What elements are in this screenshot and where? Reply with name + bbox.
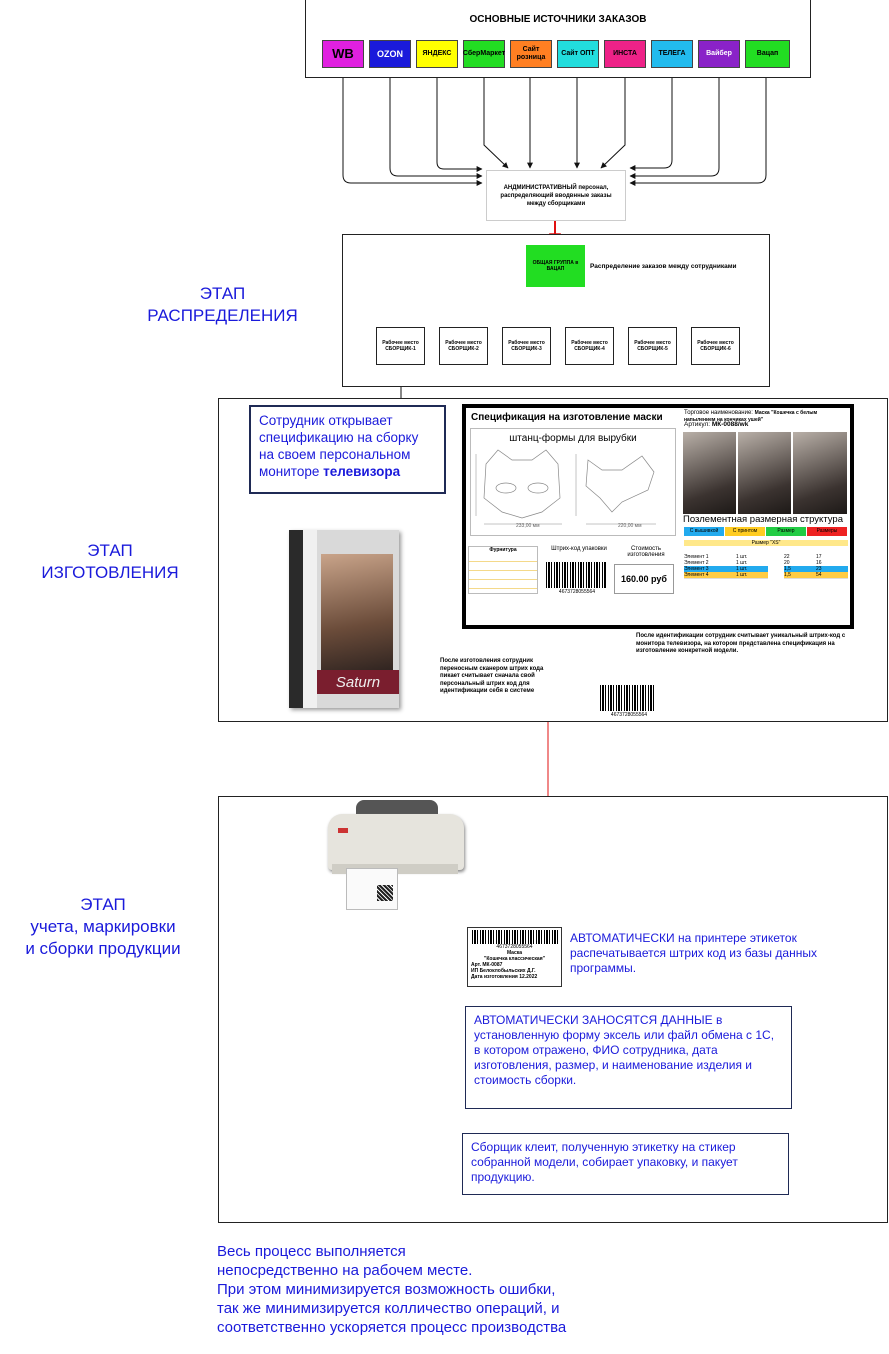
sources-title: ОСНОВНЫЕ ИСТОЧНИКИ ЗАКАЗОВ: [469, 14, 647, 25]
box-brand-band: Saturn: [317, 670, 399, 694]
size-header: Размер "XS": [684, 540, 848, 546]
arrow-ozon: [389, 70, 483, 179]
spec-table-cell: 54: [816, 572, 848, 579]
print-note: АВТОМАТИЧЕСКИ на принтере этикеток распе…: [570, 931, 817, 975]
admin-box: АНДМИНИСТРАТИВНЫЙ персонал, распределяющ…: [486, 170, 626, 221]
model-photo-2: [738, 432, 791, 514]
workstation-1: Рабочее место СБОРЩИК-1: [376, 327, 425, 365]
scanner-note: После изготовления сотрудник переносным …: [440, 658, 544, 694]
arrow-yandex: [436, 70, 483, 172]
source-badge: ТЕЛЕГА: [651, 40, 693, 68]
source-badge: ИНСТА: [604, 40, 646, 68]
assembly-note: Сборщик клеит, полученную этикетку на ст…: [471, 1140, 738, 1184]
spec-dies-title: штанц-формы для вырубки: [509, 433, 637, 444]
arrow-telega: [629, 70, 673, 171]
cost-value: 160.00 руб: [621, 574, 667, 584]
source-badge: Сайт розница: [510, 40, 552, 68]
spec-barcode: [546, 562, 606, 588]
box-brand: Saturn: [335, 673, 381, 691]
identify-note: После идентификации сотрудник считывает …: [636, 633, 846, 654]
cost-label: Стоимость изготовления: [627, 546, 665, 558]
employee-callout-text: Сотрудник открывает спецификацию на сбор…: [259, 413, 419, 479]
arrow-whatsapp: [629, 70, 767, 186]
model-photo-3: [793, 432, 847, 514]
product-box: Saturn: [289, 530, 399, 708]
workstation-5: Рабочее место СБОРЩИК-5: [628, 327, 677, 365]
arrow-sber: [483, 70, 509, 169]
fittings-table: Фурнитура: [468, 546, 538, 594]
admin-text: АНДМИНИСТРАТИВНЫЙ персонал, распределяющ…: [500, 184, 612, 207]
spec-barcode-number: 4673728055564: [558, 589, 596, 595]
accounting-stage-label: ЭТАП учета, маркировки и сборки продукци…: [25, 895, 181, 958]
arrow-insta: [600, 70, 626, 169]
arrow-viber: [629, 70, 720, 179]
spec-tab: Размер: [766, 527, 806, 536]
employee-callout-bold: телевизора: [323, 464, 401, 479]
spec-table-cell: Элемент 4: [684, 572, 736, 579]
source-badge: OZON: [369, 40, 411, 68]
spec-sheet: Спецификация на изготовление маски штанц…: [466, 408, 850, 625]
dim-label-2: 220,00 мм: [618, 523, 642, 529]
article: Артикул: МК-0088/wk: [684, 421, 749, 428]
scan-barcode: [600, 685, 656, 711]
spec-table-cell: 1,5: [784, 572, 816, 579]
spec-dies-panel: [470, 428, 676, 536]
mask-die-drawings: [475, 449, 656, 525]
spec-tab: С принтом: [725, 527, 765, 536]
cost-box: 160.00 руб: [614, 564, 674, 594]
spec-table-cell: 1 шт.: [736, 572, 768, 579]
spec-tab: Размеры: [807, 527, 847, 536]
dim-label-1: 233,00 мм: [516, 523, 540, 529]
model-photo-1: [683, 432, 736, 514]
source-badge: Вацап: [745, 40, 790, 68]
label-printer: [318, 800, 468, 910]
size-structure-title: Позлементная размерная структура: [683, 514, 843, 525]
workstation-4: Рабочее место СБОРЩИК-4: [565, 327, 614, 365]
employee-callout: Сотрудник открывает спецификацию на сбор…: [249, 405, 446, 494]
label-barcode: [471, 930, 558, 944]
source-badge: Сайт ОПТ: [557, 40, 599, 68]
distribution-stage-label: ЭТАП РАСПРЕДЕЛЕНИЯ: [147, 284, 298, 325]
arrow-wb: [342, 70, 483, 186]
trade-name: Торговое наименование: Маска "Кошечка с …: [684, 410, 818, 423]
source-badge: ЯНДЕКС: [416, 40, 458, 68]
data-note: АВТОМАТИЧЕСКИ ЗАНОСЯТСЯ ДАННЫЕ в установ…: [474, 1013, 775, 1087]
production-stage-label: ЭТАП ИЗГОТОВЛЕНИЯ: [41, 541, 179, 582]
assembly-note-box: Сборщик клеит, полученную этикетку на ст…: [462, 1133, 789, 1195]
conclusion: Весь процесс выполняется непосредственно…: [217, 1243, 567, 1336]
workstation-3: Рабочее место СБОРЩИК-3: [502, 327, 551, 365]
source-badge: WB: [322, 40, 364, 68]
printed-label-sheet: [346, 868, 398, 910]
workstation-6: Рабочее место СБОРЩИК-6: [691, 327, 740, 365]
spec-tab: С вышивкой: [684, 527, 724, 536]
data-note-box: АВТОМАТИЧЕСКИ ЗАНОСЯТСЯ ДАННЫЕ в установ…: [465, 1006, 792, 1109]
barcode-label: Штрих-код упаковки: [551, 546, 607, 552]
source-badge: СберМаркет: [463, 40, 505, 68]
printed-label: 4673728055564 Маска "Кошечка классическа…: [467, 927, 562, 987]
spec-title: Спецификация на изготовление маски: [471, 412, 663, 423]
workstation-2: Рабочее место СБОРЩИК-2: [439, 327, 488, 365]
scan-barcode-number: 4673728055564: [610, 712, 648, 718]
distribution-caption: Распределение заказов между сотрудниками: [590, 263, 737, 270]
whatsapp-group-box: ОБЩАЯ ГРУППА в ВАЦАП: [526, 245, 585, 287]
source-badge: Вайбер: [698, 40, 740, 68]
model-photo-box: [321, 554, 393, 672]
